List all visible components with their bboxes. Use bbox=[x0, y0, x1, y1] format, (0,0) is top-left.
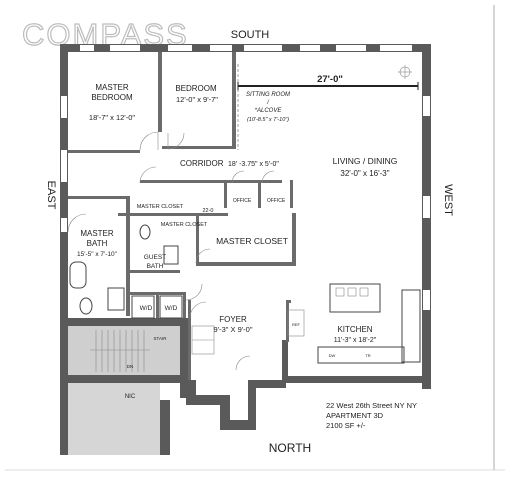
master-bath-dims: 15'-5" x 7'-10" bbox=[77, 251, 118, 258]
guest-bath-line1: GUEST bbox=[144, 254, 166, 261]
stair-label: STAIR bbox=[154, 336, 168, 341]
master-bedroom-name-1: MASTER bbox=[95, 83, 129, 92]
sitting-room-line1: SITTING ROOM bbox=[246, 92, 290, 98]
master-closet-label: MASTER CLOSET bbox=[216, 236, 288, 246]
master-closet-small-2: MASTER CLOSET bbox=[161, 222, 208, 228]
stair-core bbox=[68, 326, 180, 375]
dn-label: DN bbox=[127, 364, 134, 369]
master-bath-name-1: MASTER bbox=[80, 229, 114, 238]
sitting-room-line4: (10'-8.5" x 7'-10") bbox=[247, 117, 289, 123]
dimension-label: 27'-0" bbox=[317, 74, 343, 85]
guest-bath-line2: BATH bbox=[147, 263, 164, 270]
wd-1: W/D bbox=[140, 305, 153, 312]
exterior-walls bbox=[60, 44, 431, 455]
interior-walls bbox=[68, 52, 296, 398]
office-1: OFFICE bbox=[233, 198, 252, 204]
sitting-room-line3: *ALCOVE bbox=[255, 108, 283, 114]
dw-label: DW bbox=[329, 353, 336, 358]
kitchen-counter bbox=[287, 283, 421, 364]
foyer-name: FOYER bbox=[219, 315, 247, 324]
kitchen-name: KITCHEN bbox=[337, 325, 372, 334]
address-line3: 2100 SF +/- bbox=[326, 421, 366, 430]
living-dining-dims: 32'-0" x 16'-3" bbox=[340, 169, 389, 178]
nic-area-lower bbox=[68, 415, 160, 455]
dimension-bar bbox=[237, 82, 419, 90]
living-dining-name: LIVING / DINING bbox=[333, 156, 398, 166]
office-2: OFFICE bbox=[267, 198, 286, 204]
bedroom-name: BEDROOM bbox=[175, 84, 217, 93]
compass-south: SOUTH bbox=[231, 29, 270, 41]
address-line1: 22 West 26th Street NY NY bbox=[326, 401, 417, 410]
foyer-dims: 9'-3" X 9'-0" bbox=[213, 325, 252, 334]
bath-fixtures bbox=[69, 224, 183, 319]
address-line2: APARTMENT 3D bbox=[326, 411, 384, 420]
corridor-name: CORRIDOR bbox=[180, 159, 224, 168]
door-swings bbox=[67, 131, 275, 371]
master-bedroom-dims: 18'-7" x 12'-0" bbox=[89, 113, 135, 122]
master-bedroom-name-2: BEDROOM bbox=[91, 93, 133, 102]
bedroom-dims: 12'-0" x 9'-7" bbox=[176, 95, 218, 104]
compass-west: WEST bbox=[442, 184, 454, 216]
master-closet-small-1: MASTER CLOSET bbox=[137, 204, 184, 210]
nic-area bbox=[68, 383, 160, 415]
nic-label: NIC bbox=[125, 394, 136, 400]
compass-east: EAST bbox=[45, 181, 57, 210]
wd-2: W/D bbox=[165, 305, 178, 312]
master-bath-name-2: BATH bbox=[87, 239, 108, 248]
compass-north: NORTH bbox=[269, 441, 311, 455]
corridor-dims: 18' -3.75" x 5'-0" bbox=[228, 161, 279, 168]
tr-label: TR bbox=[365, 353, 370, 358]
foyer-closet bbox=[191, 325, 215, 355]
north-arrow-icon bbox=[398, 65, 412, 79]
kitchen-dims: 11'-3" x 18'-2" bbox=[334, 337, 377, 344]
corridor-dim-small: 22-0 bbox=[202, 208, 213, 214]
ref-label: REF bbox=[292, 322, 301, 327]
sitting-room-line2: / bbox=[266, 100, 270, 106]
stair-treads bbox=[90, 330, 150, 372]
